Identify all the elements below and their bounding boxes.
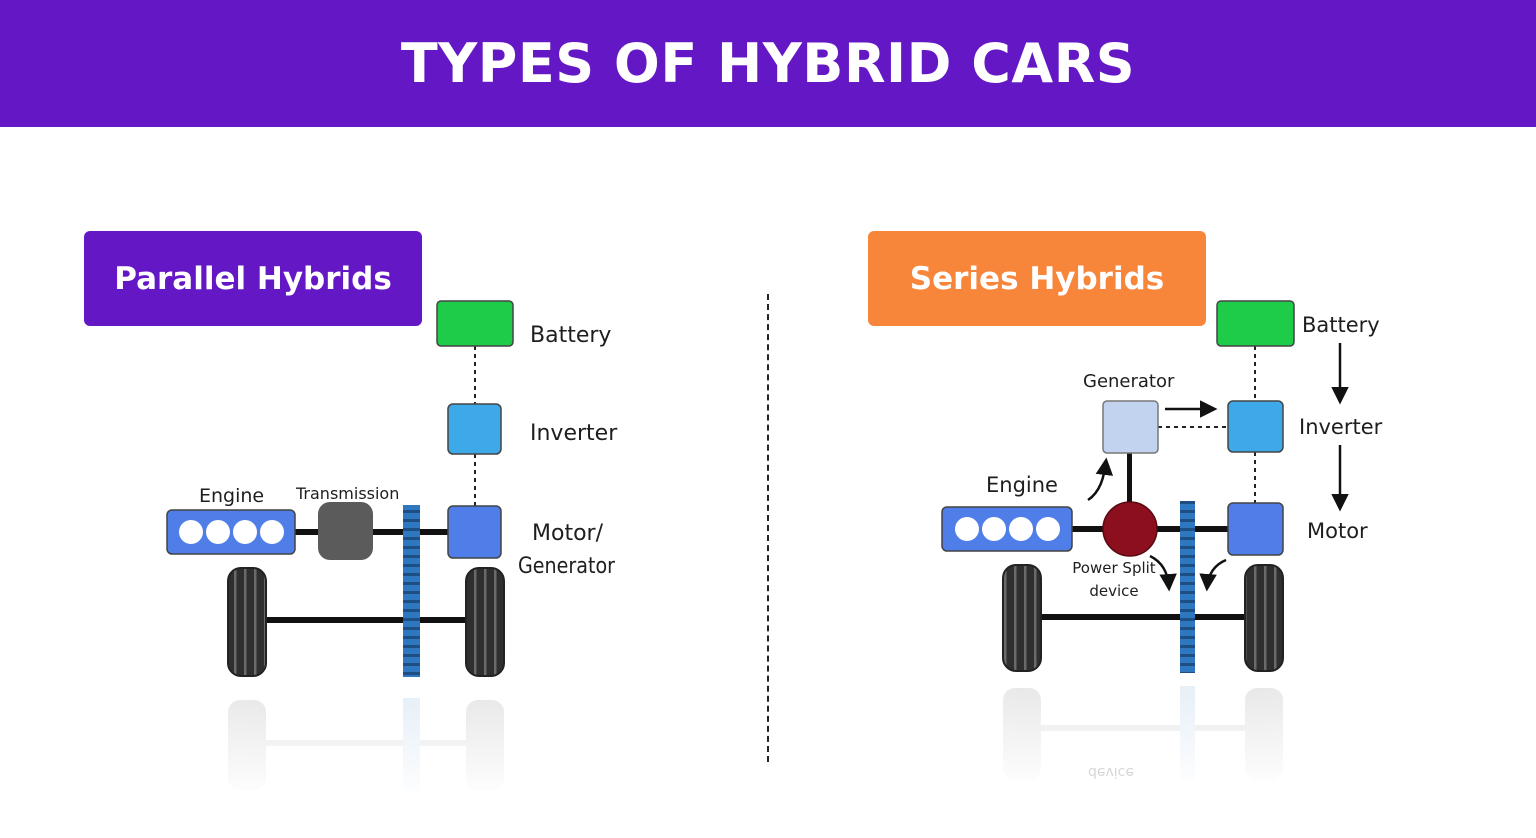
series-rear-axle bbox=[1040, 614, 1246, 620]
series-gear-column bbox=[1180, 501, 1195, 673]
left-wheel bbox=[227, 567, 267, 677]
series-battery-label: Battery bbox=[1302, 313, 1380, 337]
parallel-hybrids-label: Parallel Hybrids bbox=[84, 231, 422, 326]
right-wheel bbox=[465, 567, 505, 677]
series-right-wheel bbox=[1244, 564, 1284, 672]
transmission-block bbox=[318, 502, 373, 560]
gear-column bbox=[403, 505, 420, 677]
parallel-battery-label: Battery bbox=[530, 323, 611, 348]
series-battery-block bbox=[1216, 300, 1295, 347]
series-inverter-block bbox=[1227, 400, 1284, 453]
series-diagram: device bbox=[940, 300, 1410, 790]
motor-label-line2: Generator bbox=[518, 554, 616, 579]
series-motor-block bbox=[1227, 502, 1284, 556]
arrow-up-curved-icon bbox=[1087, 457, 1114, 502]
section-divider bbox=[767, 294, 769, 762]
generator-label: Generator bbox=[1083, 371, 1175, 392]
series-engine-block bbox=[941, 506, 1073, 552]
transmission-label: Transmission bbox=[295, 484, 399, 503]
generator-shaft bbox=[1127, 453, 1132, 503]
reflection-text: device bbox=[1088, 764, 1134, 780]
header-banner: TYPES OF HYBRID CARS bbox=[0, 0, 1536, 127]
generator-block bbox=[1102, 400, 1159, 454]
series-engine-label: Engine bbox=[986, 473, 1058, 497]
arrow-down-curved-icon bbox=[1149, 554, 1177, 592]
parallel-diagram: Battery Inverter Engine Transmission Mot… bbox=[160, 300, 620, 800]
arrow-down-curved-icon bbox=[1199, 558, 1227, 592]
parallel-inverter-label: Inverter bbox=[530, 421, 618, 446]
power-split-label-line2: device bbox=[1089, 582, 1138, 600]
series-motor-label: Motor bbox=[1307, 519, 1368, 543]
series-left-wheel bbox=[1002, 564, 1042, 672]
drive-shaft bbox=[295, 529, 455, 535]
series-hybrids-label: Series Hybrids bbox=[868, 231, 1206, 326]
rear-axle bbox=[264, 617, 469, 623]
series-inverter-label: Inverter bbox=[1299, 415, 1383, 439]
engine-block bbox=[166, 509, 296, 555]
parallel-engine-label: Engine bbox=[199, 485, 264, 507]
page-title: TYPES OF HYBRID CARS bbox=[400, 32, 1136, 95]
motor-generator-block bbox=[447, 505, 502, 559]
power-split-device bbox=[1102, 501, 1158, 557]
motor-label-line1: Motor/ bbox=[532, 521, 604, 546]
battery-block bbox=[436, 300, 514, 347]
power-split-label-line1: Power Split bbox=[1072, 559, 1155, 577]
inverter-block bbox=[447, 403, 502, 455]
